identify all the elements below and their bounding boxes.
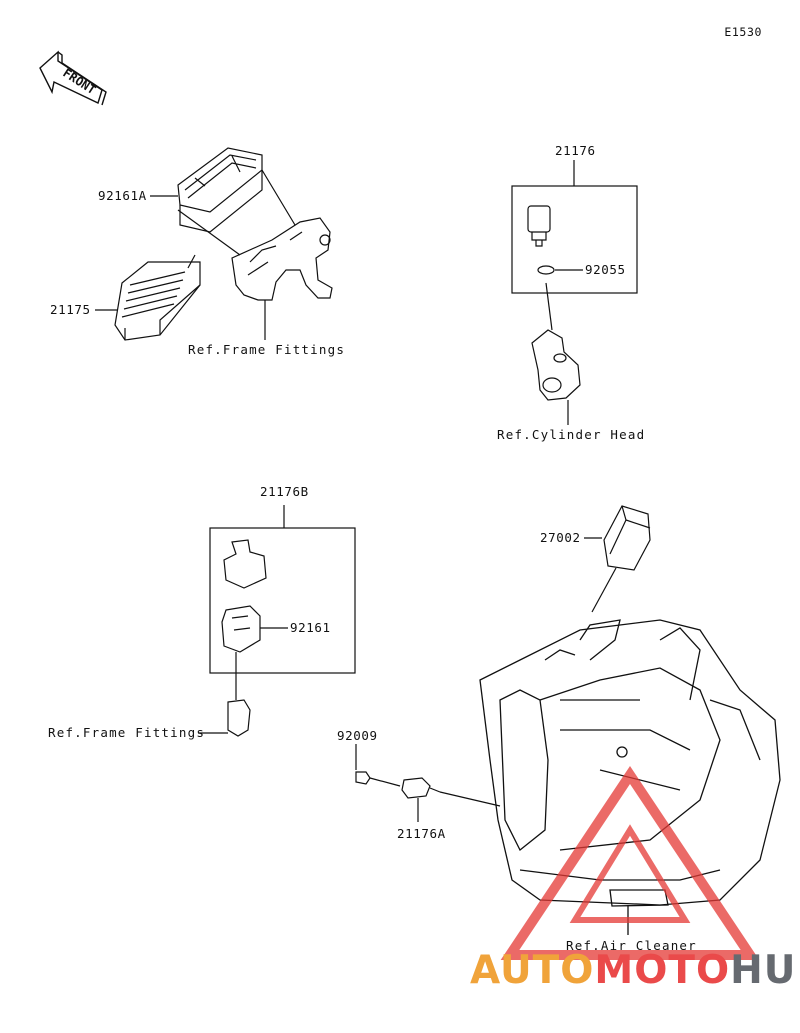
watermark-logo — [500, 765, 760, 960]
sensor-and-screw-drawing — [355, 744, 501, 822]
front-arrow-icon: FRONT — [39, 50, 107, 106]
watermark-text: AUTOMOTOHUB — [470, 948, 800, 993]
ref-air-cleaner[interactable]: Ref.Air Cleaner — [566, 938, 697, 953]
diagram-code: E1530 — [724, 25, 762, 39]
watermark-moto: MOTO — [594, 948, 731, 993]
temp-sensor-box — [511, 160, 638, 331]
part-label-92009[interactable]: 92009 — [337, 728, 378, 743]
part-label-21176B[interactable]: 21176B — [260, 484, 309, 499]
part-label-92055[interactable]: 92055 — [585, 262, 626, 277]
cylinder-head-fitting-drawing — [531, 329, 581, 425]
ref-frame-fittings-bottom[interactable]: Ref.Frame Fittings — [48, 725, 206, 740]
watermark-hub: HUB — [730, 948, 800, 993]
part-label-92161A[interactable]: 92161A — [98, 188, 147, 203]
ref-frame-fittings-top[interactable]: Ref.Frame Fittings — [188, 342, 346, 357]
part-label-21176[interactable]: 21176 — [555, 143, 596, 158]
air-sensor-drawing — [584, 505, 651, 613]
watermark-auto: AUTO — [470, 948, 595, 993]
ecu-assembly-drawing — [95, 147, 333, 341]
part-label-21176A[interactable]: 21176A — [397, 826, 446, 841]
ref-cylinder-head[interactable]: Ref.Cylinder Head — [497, 427, 646, 442]
part-label-21175[interactable]: 21175 — [50, 302, 91, 317]
connector-box — [198, 505, 356, 737]
part-label-27002[interactable]: 27002 — [540, 530, 581, 545]
part-label-92161[interactable]: 92161 — [290, 620, 331, 635]
air-cleaner-housing-drawing — [479, 619, 781, 935]
